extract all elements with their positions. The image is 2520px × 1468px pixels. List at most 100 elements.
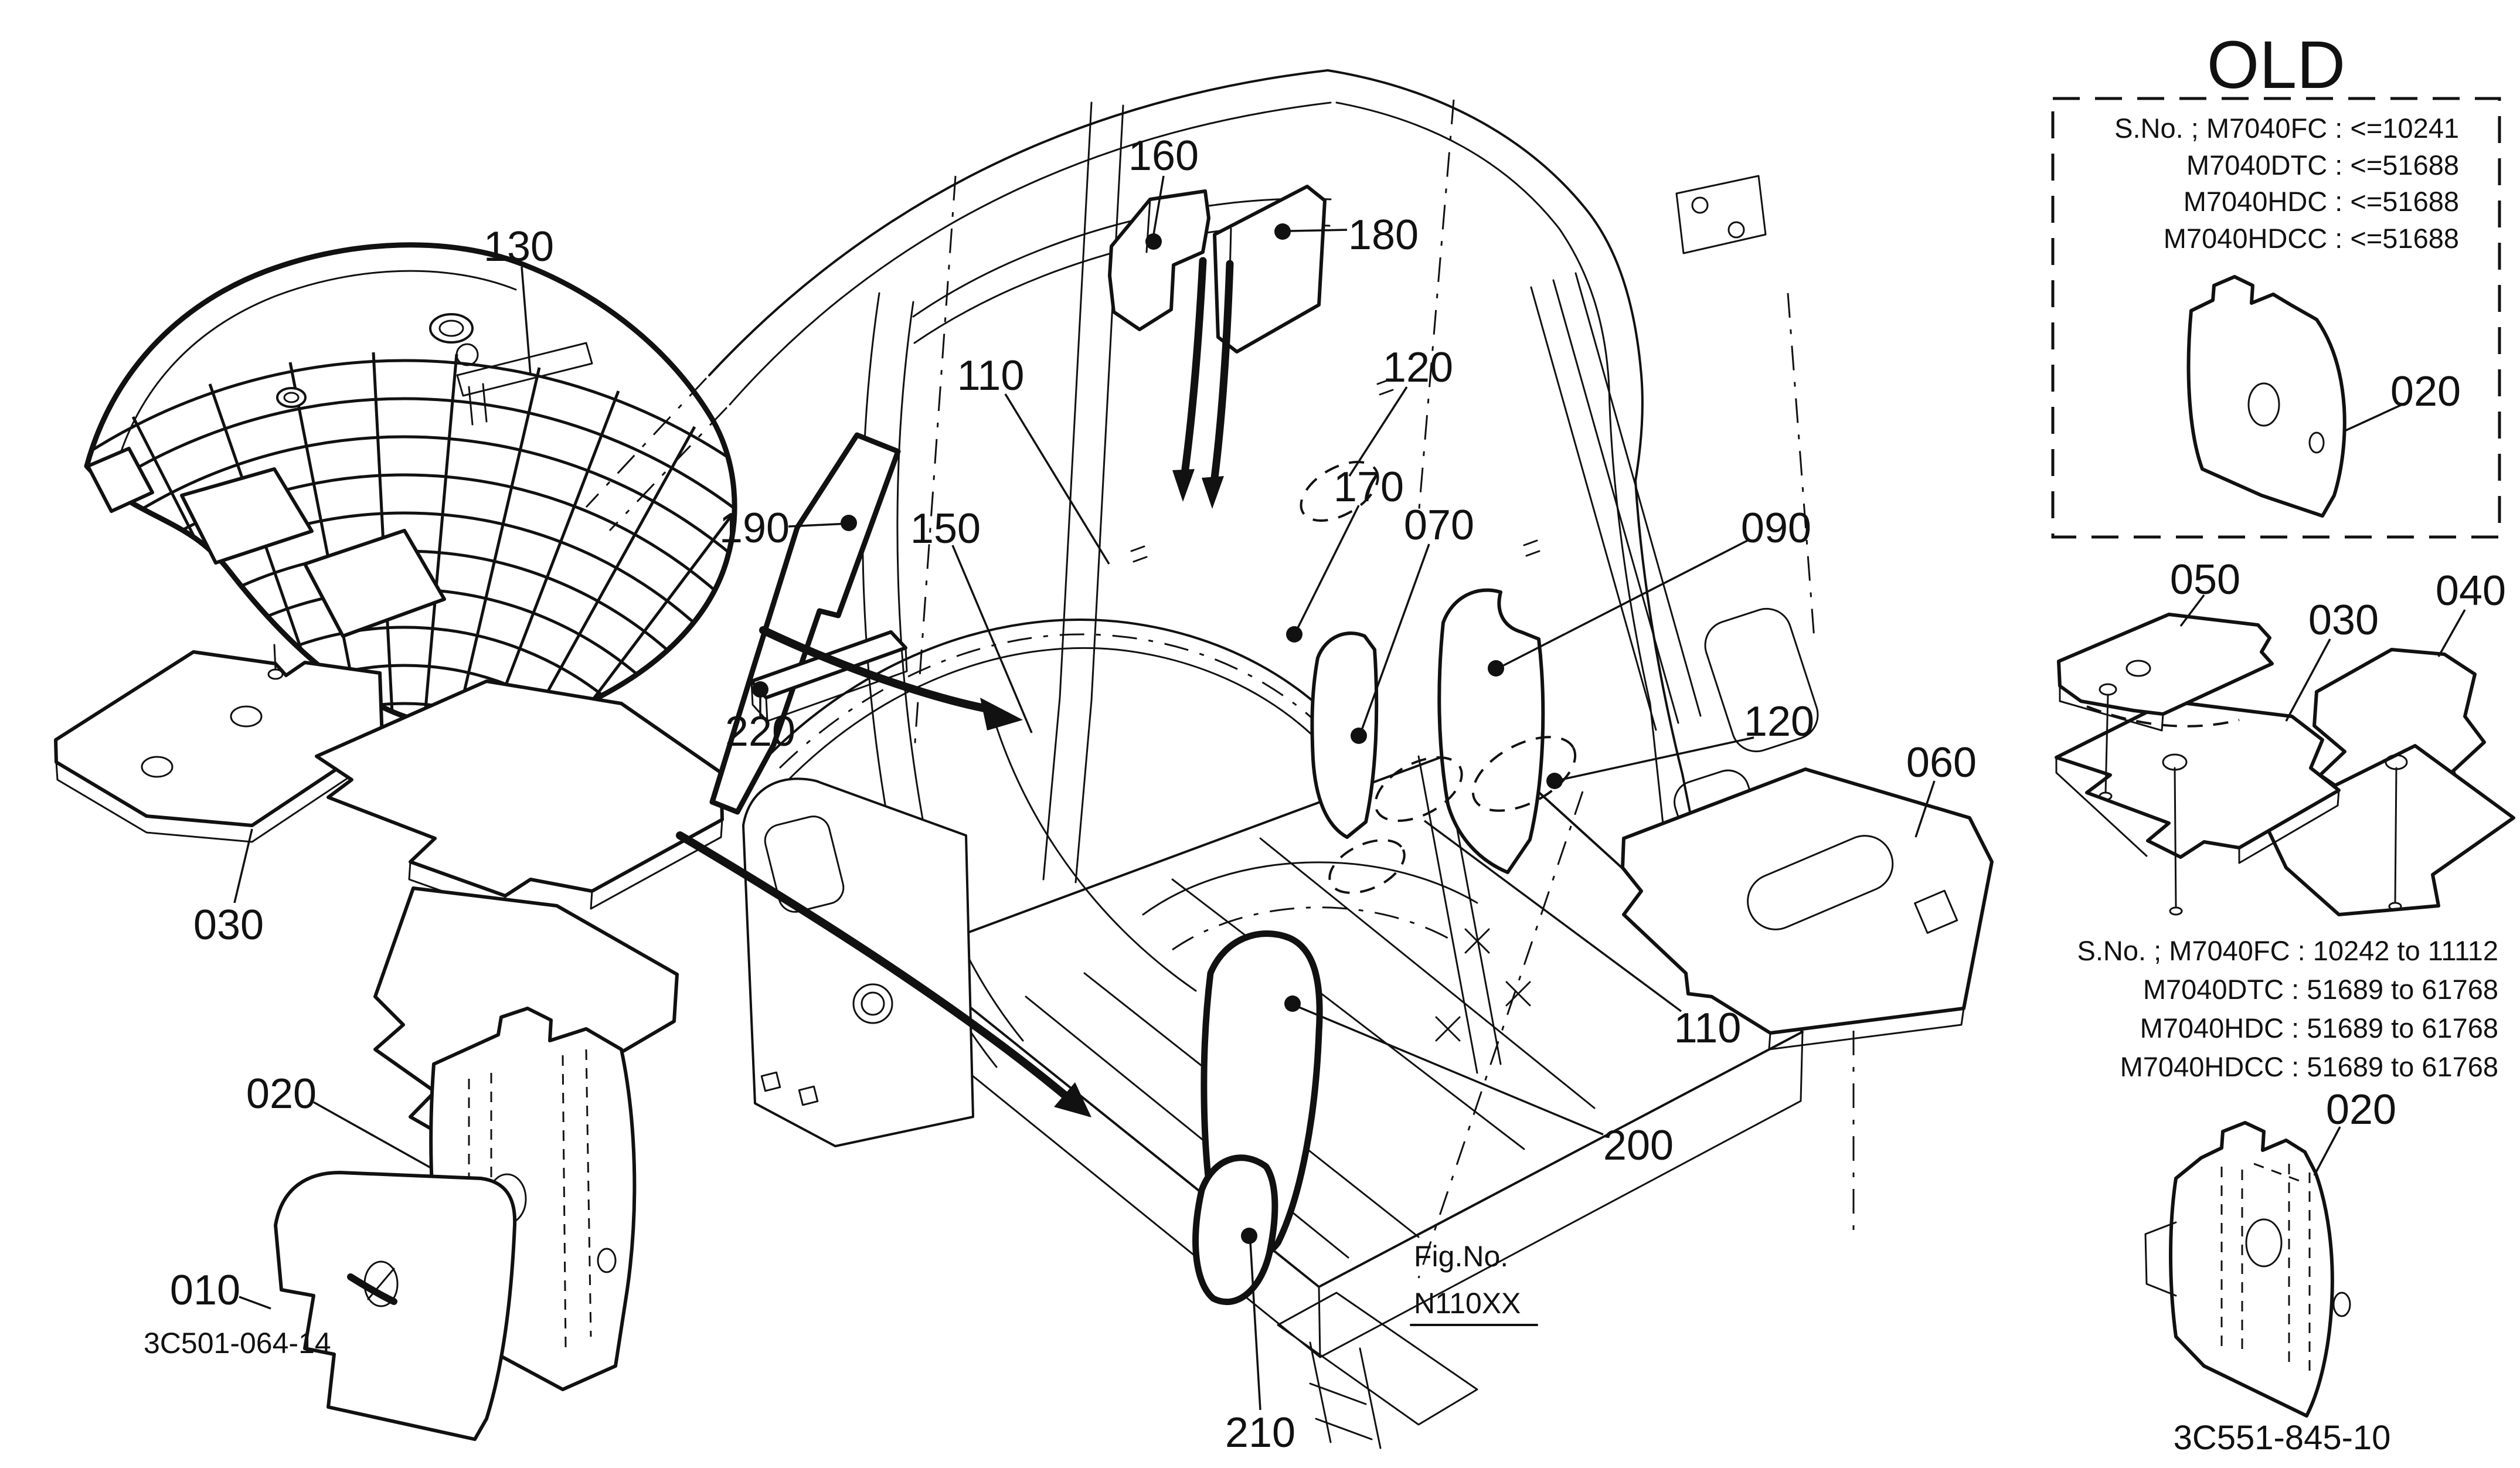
part-020-new: [2169, 1121, 2334, 1418]
rear-corner-sweep: [1582, 204, 1644, 482]
dot-190: [841, 515, 857, 531]
pin-050: [2104, 694, 2109, 794]
grille-mat-flap-1: [180, 467, 314, 565]
a-pillar-left-inner: [896, 301, 932, 863]
swoosh-arrow-3: [759, 626, 995, 713]
leader-020-left: [313, 1101, 431, 1169]
pin-040: [2394, 767, 2397, 904]
leader-120-right: [1560, 736, 1754, 781]
callout-170: 170: [1334, 464, 1404, 511]
direction-arrows: [347, 257, 1234, 1305]
leader-090: [1503, 538, 1750, 667]
fuel-cap-inner: [861, 991, 885, 1016]
leader-030-right: [2285, 638, 2331, 722]
dot-090: [1488, 660, 1504, 677]
pin-050-end: [2099, 791, 2113, 801]
dashdot-right: [1787, 293, 1815, 640]
center-pillar: [1042, 101, 1124, 883]
callout-130: 130: [484, 223, 554, 270]
mat-030-lobe-thickness: [55, 754, 383, 843]
dot-180: [1274, 223, 1291, 240]
grille-mat-ring-hole: [429, 313, 474, 344]
mat-030-slab: [315, 679, 724, 898]
callout-120-upper: 120: [1383, 344, 1453, 391]
callout-210: 210: [1225, 1409, 1295, 1456]
part-050-hole-1: [2125, 660, 2151, 677]
roof-bracket-hole-1: [1691, 196, 1709, 214]
leader-180: [1289, 229, 1348, 232]
c-pillar-right: [1634, 480, 1701, 863]
leader-030-left: [233, 828, 253, 903]
dashdot-wheelwell: [1172, 906, 1448, 951]
roof-bracket: [1675, 175, 1767, 254]
part-190-trim-blade: [709, 432, 901, 815]
part-090-pad: [1437, 588, 1545, 874]
mat-060-oval-hole: [1747, 835, 1894, 930]
leader-190: [788, 522, 849, 528]
mat-trio: [2055, 613, 2515, 916]
drawing-code-right: 3C551-845-10: [2174, 1419, 2391, 1457]
seal-ring-right-2: [1374, 756, 1463, 823]
dot-170: [1286, 626, 1302, 643]
dashdot-left-pillar: [913, 175, 957, 751]
callout-020-left: 020: [246, 1071, 317, 1117]
callout-060: 060: [1906, 739, 1977, 786]
dot-070: [1351, 728, 1367, 744]
mat-060-thickness: [1768, 1007, 1965, 1051]
callout-030-left: 030: [193, 902, 264, 949]
part-060-rear-mat: [1621, 767, 1994, 1051]
mat-030-hole-2: [230, 705, 263, 728]
swoosh-tail-5: [347, 1273, 397, 1305]
fuel-cap-outer: [852, 983, 893, 1024]
leader-200: [1298, 1006, 1604, 1136]
part-180-pad: [1213, 185, 1327, 354]
grille-mat-ring-hole-inner: [438, 320, 464, 337]
callout-090: 090: [1741, 505, 1811, 552]
cowl-arch-inner: [787, 647, 1344, 781]
part-trio-lower-slab: [2262, 744, 2515, 916]
old-title: OLD: [2207, 28, 2345, 103]
serial-new-line3: M7040HDC : 51689 to 61768: [2140, 1012, 2498, 1044]
rear-cutout-1: [1704, 607, 1819, 753]
grille-mat-flap-2: [303, 529, 446, 638]
grille-mat-tab: [86, 447, 154, 513]
part-050-mat: [2057, 613, 2274, 716]
leader-070: [1360, 543, 1430, 732]
callout-040: 040: [2436, 568, 2506, 614]
callout-180: 180: [1348, 212, 1419, 259]
bolt-marks: [1130, 378, 1540, 563]
wheelwell-arc: [1142, 861, 1478, 916]
serial-new-line4: M7040HDCC : 51689 to 61768: [2120, 1051, 2498, 1082]
mat-060: [1621, 767, 1994, 1035]
cowl-arch-outer: [767, 619, 1361, 757]
seal-ring-upper: [1300, 461, 1379, 522]
callout-020-new: 020: [2326, 1086, 2396, 1133]
dashdot-roof-tail: [585, 377, 728, 532]
left-hook-bracket: [456, 342, 593, 397]
old-version-block: [2051, 97, 2501, 539]
fender-sheet-opening: [764, 815, 845, 913]
callout-220: 220: [725, 708, 795, 755]
callout-160: 160: [1128, 132, 1199, 179]
mat-060-square-hole: [1914, 889, 1958, 934]
callout-190: 190: [719, 505, 790, 552]
roof-rail-left-outer: [708, 69, 1329, 376]
grille-mat-border: [84, 242, 737, 732]
fig-no-value: N110XX: [1414, 1287, 1521, 1320]
panel-020-left-hole-small: [597, 1248, 617, 1273]
grille-mat-ring-hole-2-inner: [283, 392, 300, 403]
leader-010: [239, 1296, 271, 1310]
dot-120-right: [1546, 773, 1563, 789]
dot-200: [1284, 995, 1301, 1012]
dot-160: [1145, 233, 1162, 250]
mat-030-pin: [273, 644, 277, 671]
serial-old-line1: S.No. ; M7040FC : <=10241: [2114, 113, 2459, 144]
sweep-arrow-1: [1181, 257, 1207, 473]
part-020-old-hole: [2247, 382, 2280, 427]
dot-210: [1241, 1228, 1257, 1244]
swoosh-arrow-3-head: [980, 698, 1023, 730]
callout-150: 150: [910, 505, 981, 552]
serial-new-line2: M7040DTC : 51689 to 61768: [2143, 974, 2498, 1005]
